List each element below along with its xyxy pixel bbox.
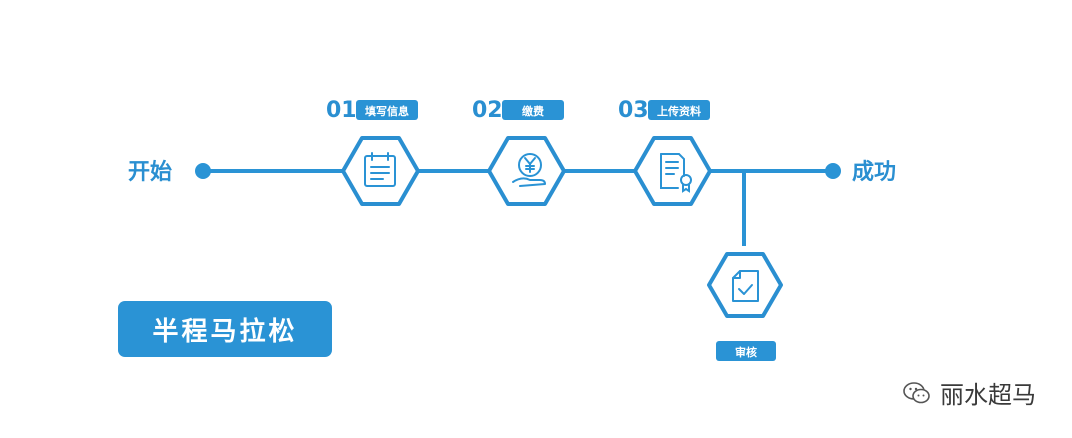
step-3-number: 03 xyxy=(618,98,649,123)
start-label: 开始 xyxy=(128,159,172,185)
step-1: 01 填写信息 xyxy=(326,98,420,206)
step-1-hexagon xyxy=(341,136,420,206)
step-1-badge-label: 填写信息 xyxy=(365,104,409,118)
event-title-box: 半程马拉松 xyxy=(118,301,332,357)
step-2-badge-label: 缴费 xyxy=(522,104,544,118)
review-badge xyxy=(716,341,776,361)
step-2-hexagon xyxy=(487,136,566,206)
checked-document-icon xyxy=(732,270,759,302)
start-dot xyxy=(195,163,211,179)
end-label: 成功 xyxy=(852,160,896,185)
wechat-icon xyxy=(903,381,930,403)
watermark: 丽水超马 xyxy=(902,375,1036,410)
review-badge-label: 审核 xyxy=(735,345,757,359)
step-2: 02 缴费 xyxy=(472,98,566,206)
step-3-hexagon xyxy=(633,136,712,206)
review-step: 审核 xyxy=(707,252,783,361)
event-title: 半程马拉松 xyxy=(152,316,298,347)
step-3: 03 上传资料 xyxy=(618,98,712,206)
certificate-document-icon xyxy=(660,153,692,193)
step-3-badge xyxy=(648,100,710,120)
step-2-badge xyxy=(502,100,564,120)
clipboard-icon xyxy=(364,152,396,187)
review-hexagon xyxy=(707,252,783,318)
step-2-number: 02 xyxy=(472,98,503,123)
step-1-number: 01 xyxy=(326,98,357,123)
step-3-badge-label: 上传资料 xyxy=(657,104,701,118)
watermark-text: 丽水超马 xyxy=(940,381,1036,409)
step-1-badge xyxy=(356,100,418,120)
yen-payment-icon xyxy=(512,153,546,187)
end-dot xyxy=(825,163,841,179)
